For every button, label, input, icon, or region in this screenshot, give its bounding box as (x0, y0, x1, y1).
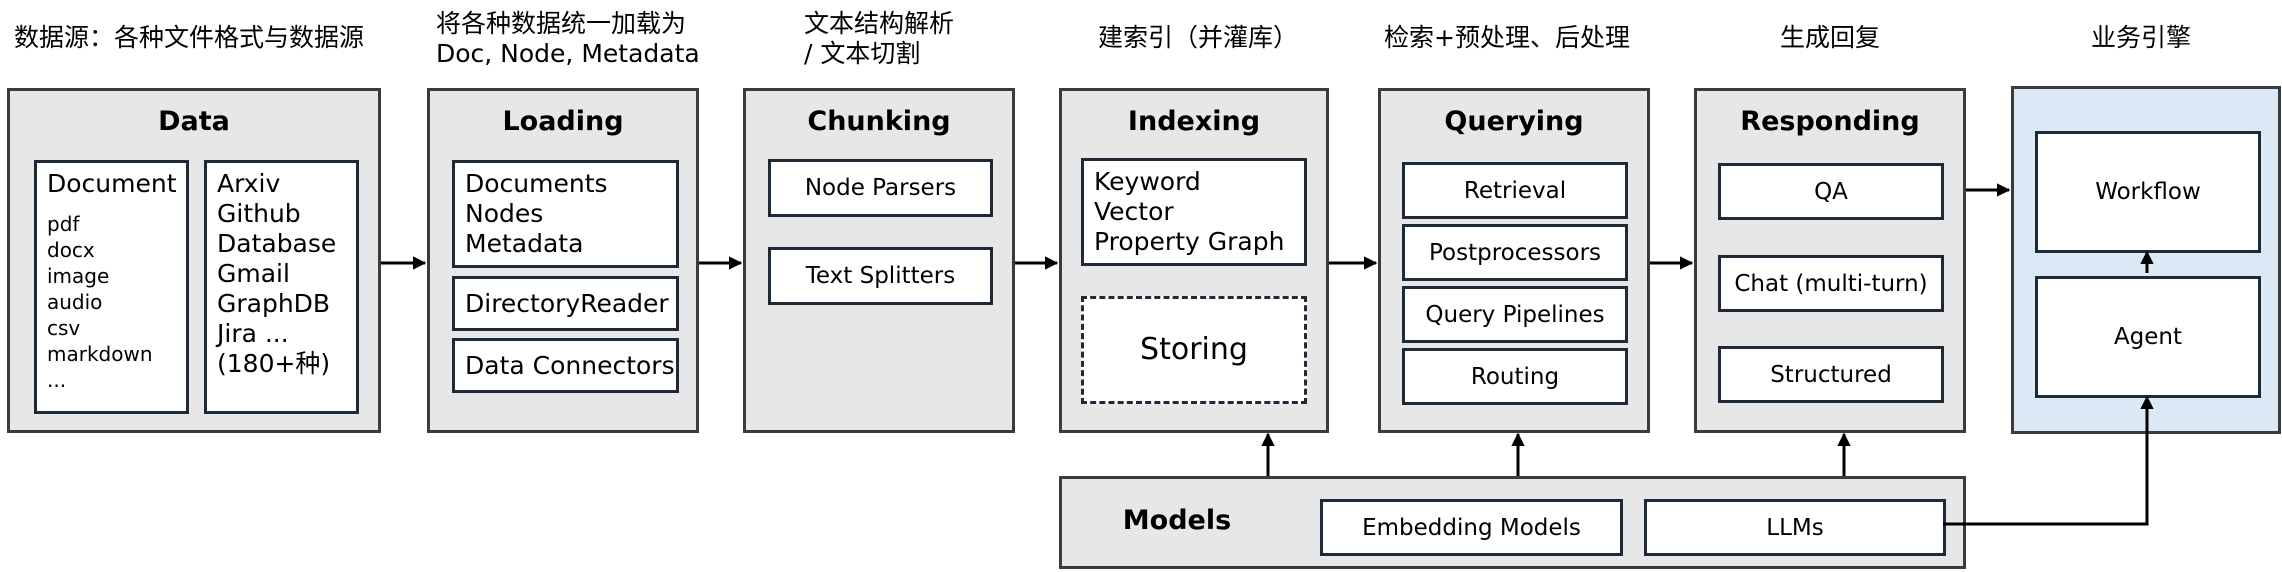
querying-stage-title: Querying (1444, 106, 1584, 137)
caption-responding: 生成回复 (1780, 23, 1881, 52)
loading-stage-title: Loading (502, 106, 624, 137)
querying-stage: Querying Retrieval Postprocessors Query … (1378, 88, 1650, 433)
structured-box: Structured (1718, 346, 1944, 403)
document-format-image: image (47, 264, 110, 288)
caption-querying: 检索+预处理、后处理 (1384, 23, 1630, 52)
data-connectors-box: Data Connectors (452, 338, 679, 393)
indexing-stage: Indexing Keyword Vector Property Graph S… (1059, 88, 1329, 433)
models-stage-title: Models (1122, 505, 1232, 536)
caption-loading-line1: 将各种数据统一加载为 (436, 9, 687, 38)
loading-type-metadata: Metadata (465, 229, 584, 258)
source-arxiv: Arxiv (217, 169, 281, 198)
indexing-stage-title: Indexing (1127, 106, 1261, 137)
models-stage: Models Embedding Models LLMs (1059, 476, 1966, 569)
document-format-csv: csv (47, 316, 81, 340)
arrow-llms-to-agent (1943, 395, 2154, 526)
document-format-markdown: markdown (47, 342, 153, 366)
responding-stage: Responding QA Chat (multi-turn) Structur… (1694, 88, 1966, 433)
document-heading: Document (47, 169, 177, 198)
index-type-vector: Vector (1094, 197, 1174, 226)
source-jira: Jira ... (217, 319, 289, 348)
text-splitters-box: Text Splitters (768, 247, 993, 305)
query-pipelines-box: Query Pipelines (1402, 286, 1628, 343)
postprocessors-box: Postprocessors (1402, 224, 1628, 281)
source-graphdb: GraphDB (217, 289, 331, 318)
llms-box: LLMs (1644, 499, 1946, 556)
retrieval-box: Retrieval (1402, 162, 1628, 219)
chunking-stage-title: Chunking (807, 106, 951, 137)
workflow-box: Workflow (2035, 131, 2261, 253)
source-count: (180+种) (217, 349, 331, 378)
embedding-models-box: Embedding Models (1320, 499, 1623, 556)
caption-chunking-line1: 文本结构解析 (804, 9, 955, 38)
loading-type-nodes: Nodes (465, 199, 544, 228)
index-types-box: Keyword Vector Property Graph (1081, 158, 1307, 266)
source-database: Database (217, 229, 337, 258)
loading-type-documents: Documents (465, 169, 608, 198)
chunking-stage: Chunking Node Parsers Text Splitters (743, 88, 1015, 433)
node-parsers-box: Node Parsers (768, 159, 993, 217)
document-box: Document pdf docx image audio csv markdo… (34, 160, 189, 414)
document-format-audio: audio (47, 290, 103, 314)
responding-stage-title: Responding (1740, 106, 1920, 137)
document-format-docx: docx (47, 238, 95, 262)
routing-box: Routing (1402, 348, 1628, 405)
source-github: Github (217, 199, 301, 228)
agent-box: Agent (2035, 276, 2261, 398)
chat-box: Chat (multi-turn) (1718, 255, 1944, 312)
sources-box: Arxiv Github Database Gmail GraphDB Jira… (204, 160, 359, 414)
qa-box: QA (1718, 163, 1944, 220)
caption-business: 业务引擎 (2091, 23, 2192, 52)
storing-box: Storing (1081, 296, 1307, 404)
document-format-more: ... (47, 368, 67, 392)
index-type-keyword: Keyword (1094, 167, 1201, 196)
caption-data: 数据源：各种文件格式与数据源 (14, 23, 365, 52)
caption-chunking-line2: / 文本切割 (804, 39, 921, 68)
index-type-property-graph: Property Graph (1094, 227, 1285, 256)
source-gmail: Gmail (217, 259, 290, 288)
data-stage: Data Document pdf docx image audio csv m… (7, 88, 381, 433)
caption-indexing: 建索引（并灌库） (1098, 23, 1299, 52)
business-stage: Workflow Agent (2011, 86, 2281, 434)
loading-types-box: Documents Nodes Metadata (452, 160, 679, 268)
directory-reader-box: DirectoryReader (452, 276, 679, 331)
document-format-pdf: pdf (47, 212, 80, 236)
loading-stage: Loading Documents Nodes Metadata Directo… (427, 88, 699, 433)
caption-loading-line2: Doc, Node, Metadata (436, 39, 700, 68)
data-stage-title: Data (158, 106, 230, 137)
